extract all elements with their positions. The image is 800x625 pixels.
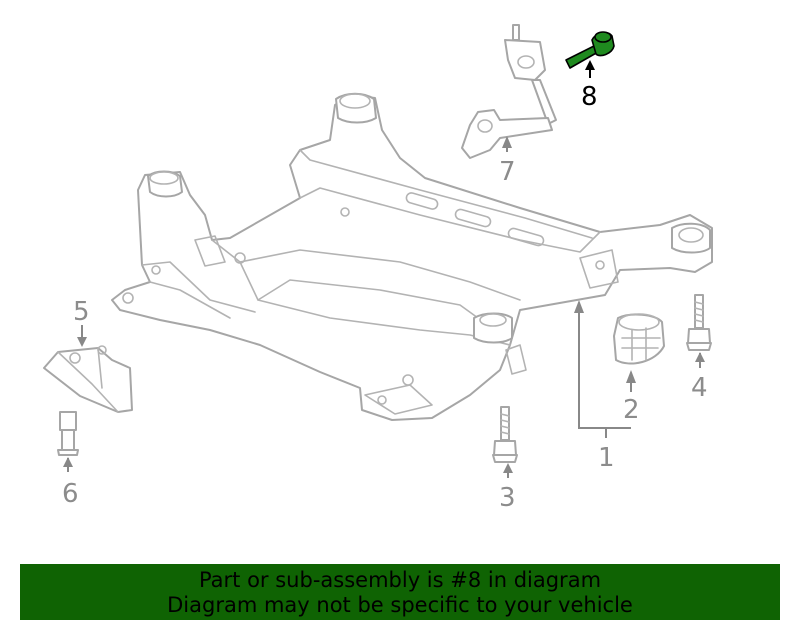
notice-banner: Part or sub-assembly is #8 in diagram Di… bbox=[20, 564, 780, 620]
notice-line-1: Part or sub-assembly is #8 in diagram bbox=[198, 568, 602, 592]
callout-leaders bbox=[63, 60, 705, 478]
callout-number-7: 7 bbox=[499, 157, 516, 187]
callout-number-8: 8 bbox=[581, 82, 598, 112]
callout-number-5: 5 bbox=[73, 297, 90, 327]
subframe-part-1 bbox=[111, 92, 713, 421]
bolt-part-6 bbox=[57, 411, 79, 456]
bolt-part-8 bbox=[565, 31, 615, 69]
sensor-part-7 bbox=[461, 24, 557, 159]
notice-line-2: Diagram may not be specific to your vehi… bbox=[167, 593, 633, 617]
bolt-part-3 bbox=[492, 406, 518, 463]
bracket-part-5 bbox=[43, 345, 133, 413]
callout-number-4: 4 bbox=[691, 373, 708, 403]
callout-number-1: 1 bbox=[598, 443, 615, 473]
callout-number-2: 2 bbox=[623, 395, 640, 425]
bolt-part-4 bbox=[686, 294, 712, 351]
callout-number-6: 6 bbox=[62, 479, 79, 509]
parts-diagram: 1 2 3 4 5 6 7 8 bbox=[43, 24, 713, 513]
callout-number-3: 3 bbox=[499, 483, 516, 513]
mount-part-2 bbox=[613, 313, 665, 365]
